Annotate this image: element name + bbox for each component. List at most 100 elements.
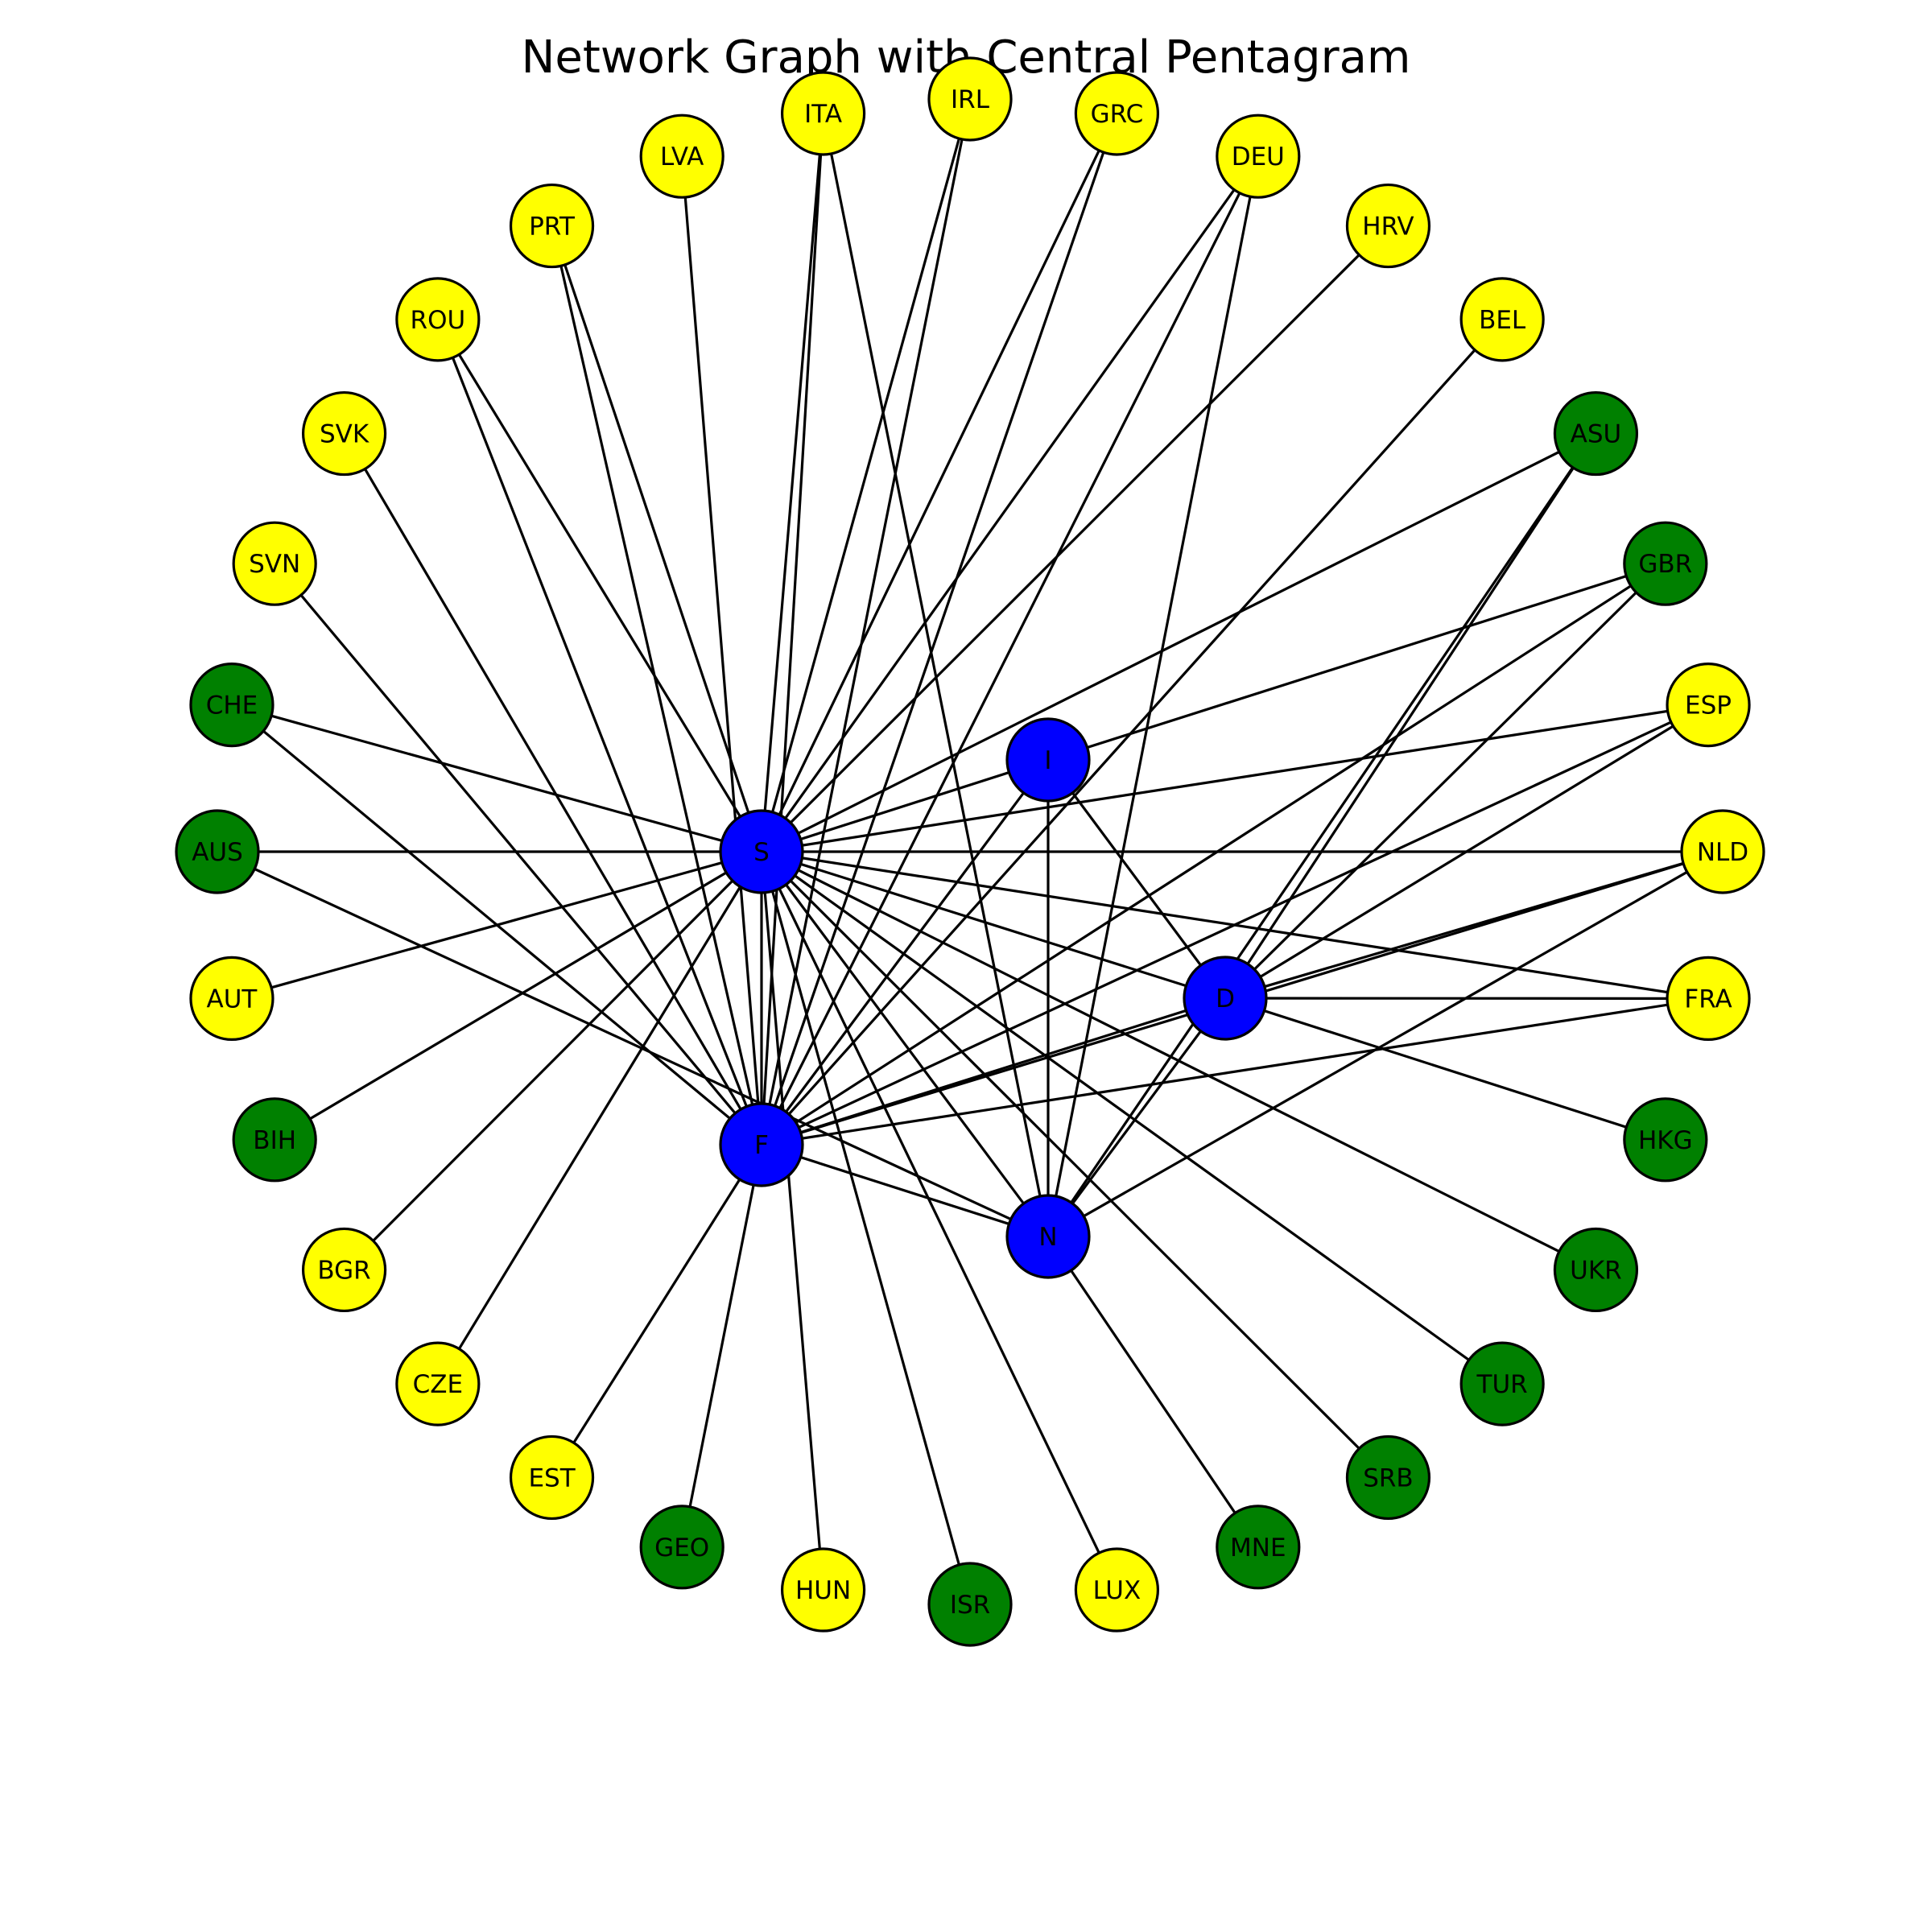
outer-node-tur: TUR <box>1459 1341 1545 1426</box>
node-label: MNE <box>1230 1534 1286 1563</box>
edge-deu-n <box>1046 155 1260 1237</box>
node-label: ROU <box>411 306 466 335</box>
node-label: SVN <box>249 550 300 579</box>
edge-i-d <box>1046 759 1227 999</box>
node-label: TUR <box>1476 1370 1528 1399</box>
edge-geo-f <box>680 1144 763 1548</box>
outer-node-cze: CZE <box>395 1341 481 1426</box>
node-circle <box>719 809 804 894</box>
node-circle <box>189 662 275 748</box>
node-label: BGR <box>317 1256 370 1285</box>
node-circle <box>1553 1227 1639 1313</box>
node-circle <box>395 277 481 362</box>
node-circle <box>1459 277 1545 362</box>
node-circle <box>301 390 387 477</box>
edge-gbr-d <box>1224 563 1666 1000</box>
node-circle <box>1345 183 1431 269</box>
node-label: D <box>1216 985 1235 1013</box>
edge-ita-s <box>760 113 825 852</box>
outer-node-geo: GEO <box>639 1505 724 1590</box>
outer-node-ita: ITA <box>780 71 866 156</box>
outer-node-lva: LVA <box>639 114 724 199</box>
edge-gbr-i <box>1047 562 1666 762</box>
edge-cze-s <box>436 851 763 1385</box>
edge-che-s <box>231 704 762 853</box>
node-label: AUS <box>192 838 243 867</box>
node-label: HUN <box>795 1576 851 1605</box>
edge-layer <box>217 98 1724 1605</box>
outer-node-fra: FRA <box>1666 956 1751 1042</box>
edge-ita-n <box>822 113 1050 1237</box>
node-label: HRV <box>1362 213 1414 242</box>
center-node-i: I <box>1005 717 1091 803</box>
edge-hkg-d <box>1224 997 1666 1141</box>
node-label: SRB <box>1363 1463 1413 1492</box>
outer-node-srb: SRB <box>1345 1435 1431 1521</box>
edge-est-f <box>551 1144 763 1479</box>
node-circle <box>175 809 260 894</box>
outer-node-deu: DEU <box>1216 114 1301 199</box>
edge-che-f <box>230 704 763 1146</box>
edge-deu-f <box>760 155 1260 1146</box>
outer-node-irl: IRL <box>927 56 1013 142</box>
node-label: LUX <box>1093 1576 1141 1605</box>
edge-aus-n <box>217 850 1049 1238</box>
edge-s-d <box>761 850 1226 1000</box>
node-circle <box>719 1102 804 1187</box>
outer-node-che: CHE <box>189 662 275 748</box>
node-circle <box>639 1505 724 1590</box>
node-label: GEO <box>654 1534 709 1563</box>
center-node-d: D <box>1183 956 1268 1041</box>
node-circle <box>1623 1097 1708 1183</box>
node-circle <box>780 71 866 156</box>
node-circle <box>1005 1194 1091 1279</box>
center-node-s: S <box>719 809 804 894</box>
edge-esp-s <box>761 704 1709 853</box>
edge-d-f <box>761 997 1226 1146</box>
node-circle <box>927 56 1013 142</box>
outer-node-bel: BEL <box>1459 277 1545 362</box>
edge-fra-s <box>761 850 1709 1000</box>
node-circle <box>1074 1547 1160 1633</box>
node-label: FRA <box>1684 985 1732 1013</box>
outer-node-rou: ROU <box>395 277 481 362</box>
node-label: BEL <box>1479 306 1526 335</box>
outer-node-bgr: BGR <box>301 1227 387 1313</box>
node-circle <box>232 1097 317 1183</box>
center-node-f: F <box>719 1102 804 1187</box>
node-layer: GRCDEUHRVBELASUGBRESPNLDFRAHKGUKRTURSRBM… <box>175 56 1765 1647</box>
outer-node-esp: ESP <box>1666 662 1751 748</box>
edge-srb-s <box>760 850 1389 1479</box>
edge-n-f <box>761 1143 1049 1238</box>
edge-s-i <box>761 758 1049 853</box>
edge-mne-n <box>1046 1236 1260 1548</box>
edge-hrv-s <box>760 225 1389 853</box>
node-label: PRT <box>529 213 576 242</box>
outer-node-bih: BIH <box>232 1097 317 1183</box>
node-label: HKG <box>1638 1126 1693 1155</box>
outer-node-isr: ISR <box>927 1562 1013 1647</box>
outer-node-grc: GRC <box>1074 71 1160 156</box>
node-label: UKR <box>1570 1256 1622 1285</box>
outer-node-svk: SVK <box>301 390 387 477</box>
outer-node-hun: HUN <box>780 1547 866 1633</box>
edge-asu-d <box>1224 432 1597 999</box>
node-circle <box>1623 521 1708 606</box>
node-label: ASU <box>1571 420 1622 449</box>
edge-nld-n <box>1047 850 1724 1238</box>
edge-tur-s <box>761 850 1504 1385</box>
outer-node-lux: LUX <box>1074 1547 1160 1633</box>
node-label: ITA <box>804 100 842 129</box>
node-label: AUT <box>207 985 258 1013</box>
node-circle <box>395 1341 481 1426</box>
edge-bih-s <box>274 850 762 1141</box>
node-circle <box>927 1562 1013 1647</box>
edge-asu-n <box>1046 432 1597 1237</box>
edge-rou-s <box>436 319 763 852</box>
node-label: CZE <box>413 1370 463 1399</box>
edge-s-n <box>760 851 1050 1237</box>
node-label: EST <box>528 1463 576 1492</box>
node-circle <box>1553 390 1639 477</box>
outer-node-est: EST <box>509 1435 595 1521</box>
